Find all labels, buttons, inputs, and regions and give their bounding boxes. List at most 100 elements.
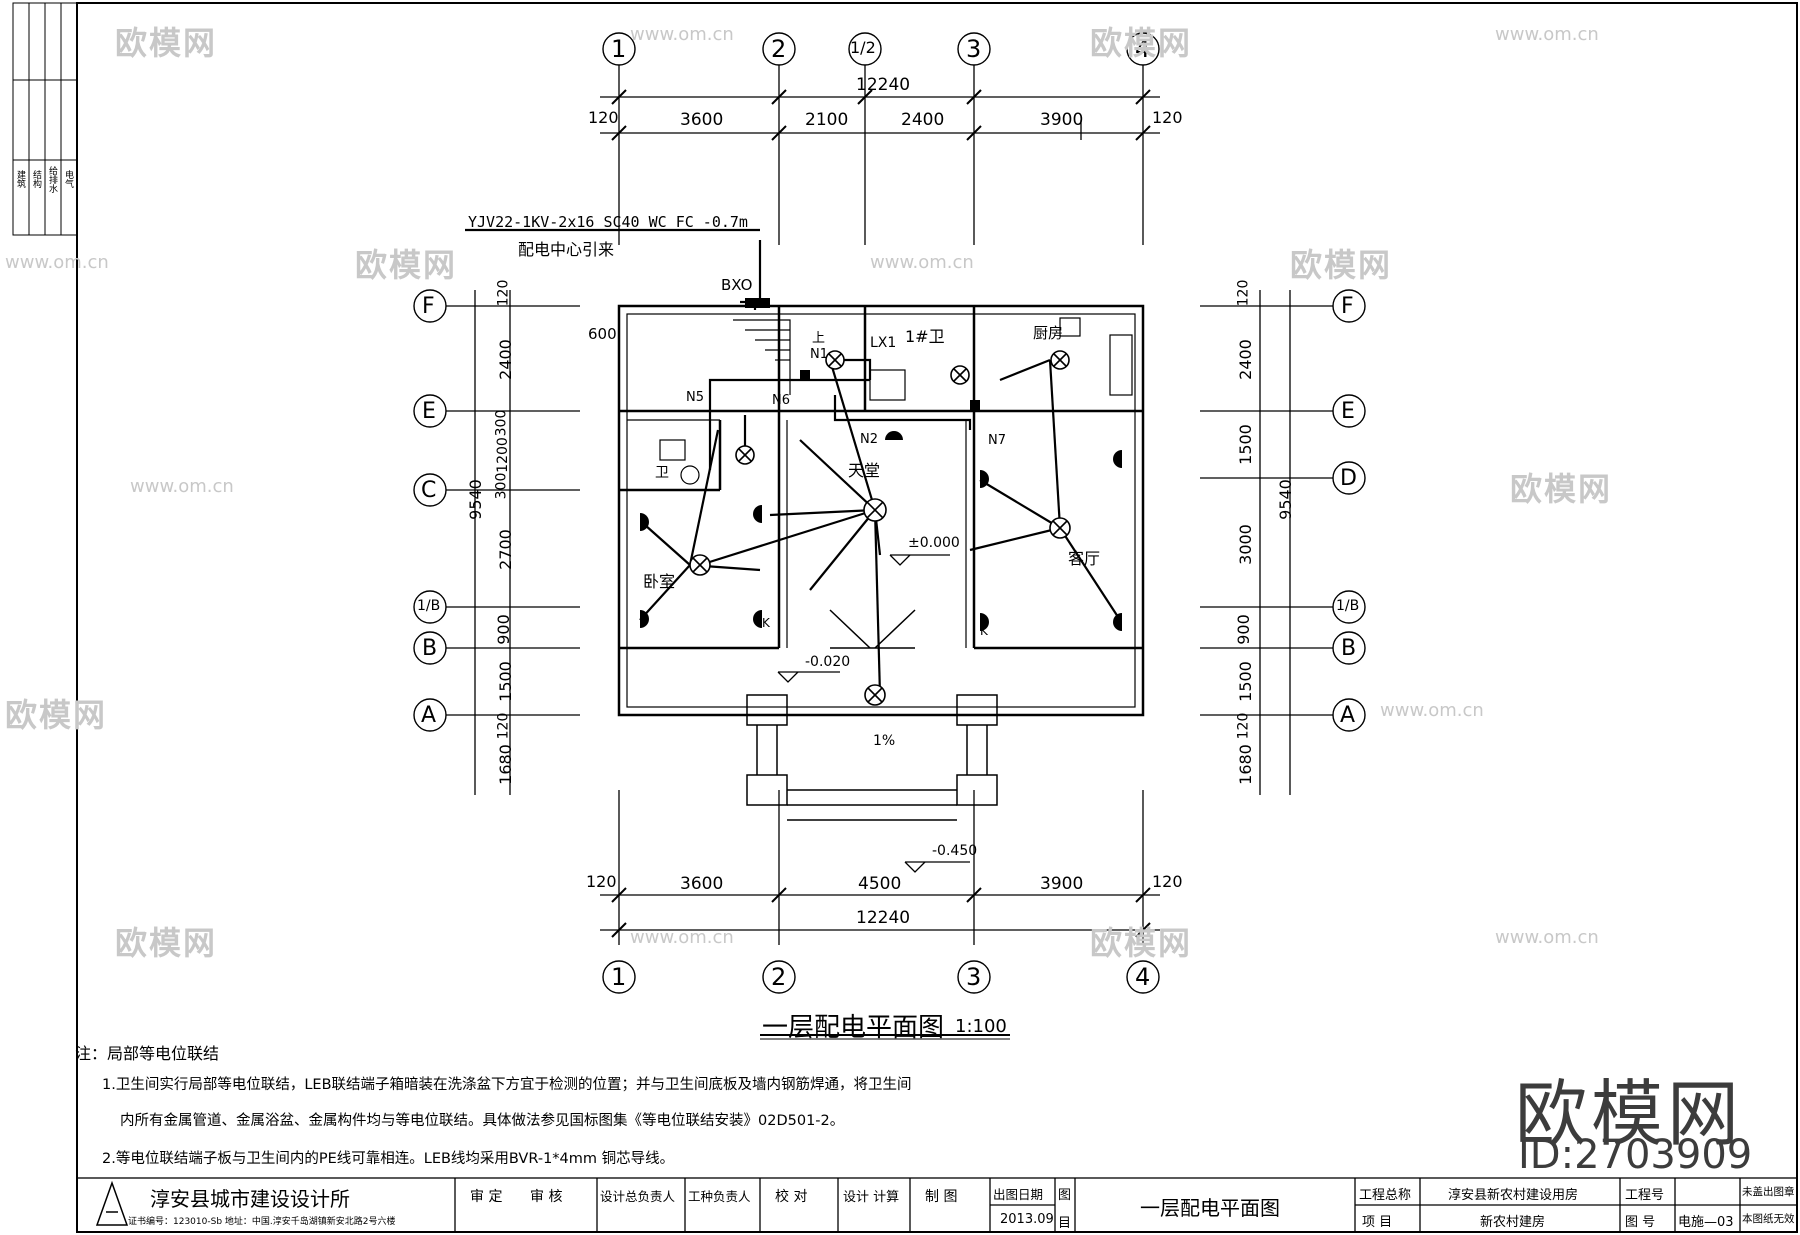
watermark-brand: 欧模网 [1090,924,1193,962]
role-draft: 制 图 [925,1189,958,1205]
dim-left-seg: 2400 [495,339,515,380]
dim-bottom-seg: 4500 [858,874,902,894]
axis-top-1: 1 [611,35,627,63]
watermark-big: 欧模网 [1515,1072,1744,1156]
watermark-brand: 欧模网 [355,246,458,284]
watermark-url: www.om.cn [1380,700,1484,721]
axis-top-2: 2 [771,35,787,63]
watermark-brand: 欧模网 [1090,24,1193,62]
dim-right-seg: 1500 [1235,424,1255,465]
axis-right-A: A [1340,703,1356,728]
room-kitchen: 厨房 [1033,324,1064,342]
watermark-url: www.om.cn [130,476,234,497]
role-discipline-lead: 工种负责人 [688,1189,751,1204]
watermark-brand: 欧模网 [1510,470,1613,508]
axis-right-1B: 1/B [1336,598,1360,614]
stamp-note-1: 未盖出图章 [1742,1186,1795,1198]
notes-line2: 内所有金属管道、金属浴盆、金属构件均与等电位联结。具体做法参见国标图集《等电位联… [120,1113,845,1129]
dim-right-seg: 120 [1235,712,1252,740]
circuit-n2: N2 [860,432,878,447]
box-ld: LX1 [870,335,897,351]
axis-right-E: E [1341,399,1355,424]
watermark-url: www.om.cn [1495,24,1599,45]
axis-left-1B: 1/B [417,598,441,614]
circuit-n7: N7 [988,433,1006,448]
dim-right-seg: 1500 [1235,661,1255,702]
room-wc1: 1#卫 [905,327,945,346]
circuit-n6: N6 [772,393,790,408]
side-strip-elec: 电气 [63,170,73,188]
dim-left-seg: 1200 [494,437,511,473]
axis-left-E: E [422,399,436,424]
side-strip-struct: 结构 [31,170,41,188]
axis-bottom-4: 4 [1135,963,1151,991]
no-label: 工程号 [1625,1188,1665,1203]
date-value: 2013.09 [1000,1212,1054,1227]
room-toilet: 卫 [655,465,669,481]
axis-left-F: F [422,294,435,319]
watermark-brand: 欧模网 [1290,246,1393,284]
axis-bottom-2: 2 [771,963,787,991]
watermark-brand: 欧模网 [115,924,218,962]
box-dim: 600 [588,325,617,343]
level-ground: -0.450 [932,843,978,859]
side-strip-plumbing: 给排水 [47,166,57,193]
dim-bottom-seg: 120 [586,872,617,891]
dim-right-seg: 1680 [1235,744,1255,785]
dim-left-seg: 300 [493,472,510,500]
box-label: BXO [721,276,753,294]
watermark-url: www.om.cn [1495,927,1599,948]
notes-line3: 2.等电位联结端子板与卫生间内的PE线可靠相连。LEB线均采用BVR-1*4mm… [102,1151,675,1167]
socket-k: K [980,624,988,638]
axis-top-4: 4 [1135,35,1151,63]
watermark-url: www.om.cn [630,24,734,45]
project-value: 淳安县新农村建设用房 [1448,1188,1579,1203]
dim-bottom-total: 12240 [856,908,911,928]
dim-left-seg: 2700 [495,529,515,570]
tuhao-label: 图 号 [1625,1215,1656,1230]
drawing-title: 一层配电平面图 [762,1013,945,1043]
dim-right-seg: 900 [1233,614,1253,645]
dim-top-seg: 2100 [805,110,849,130]
dim-left-seg: 1500 [495,661,515,702]
dim-top-seg: 3600 [680,110,724,130]
tu-label: 图 [1058,1188,1072,1203]
watermark-url: www.om.cn [870,252,974,273]
watermark-brand: 欧模网 [5,696,108,734]
circuit-n5: N5 [686,390,704,405]
project-label: 工程总称 [1359,1188,1412,1203]
institute-cert: 证书编号：123010-Sb 地址：中国.淳安千岛湖镇新安北路2号六楼 [128,1217,396,1227]
role-check: 校 对 [775,1189,808,1205]
watermark-url: www.om.cn [5,252,109,273]
level-slope: 1% [873,733,896,749]
role-approve: 审 定 [470,1189,503,1205]
axis-left-A: A [421,703,437,728]
role-review: 审 核 [530,1189,563,1205]
dim-right-seg: 2400 [1235,339,1255,380]
dim-left-seg: 1680 [495,744,515,785]
dim-left-seg: 300 [493,409,510,437]
stamp-note-2: 本图纸无效 [1742,1213,1795,1225]
dim-bottom-seg: 3900 [1040,874,1084,894]
institute-name: 淳安县城市建设设计所 [150,1187,350,1211]
dim-bottom-seg: 120 [1152,872,1183,891]
circuit-n1: N1 [810,347,828,362]
cable-source: 配电中心引来 [518,240,615,259]
axis-right-B: B [1341,636,1357,661]
socket-k: K [762,616,770,630]
axis-top-3: 3 [966,35,982,63]
watermark-brand: 欧模网 [115,24,218,62]
mu-label: 目 [1058,1216,1072,1231]
axis-top-half: 1/2 [850,38,876,57]
dim-top-total: 12240 [856,75,911,95]
axis-right-F: F [1341,294,1354,319]
axis-right-D: D [1340,466,1357,491]
notes-heading: 注：局部等电位联结 [75,1044,220,1063]
dim-top-seg: 2400 [901,110,945,130]
item-label: 项 目 [1362,1215,1393,1230]
dim-top-seg: 120 [588,108,619,127]
item-value: 新农村建房 [1480,1215,1546,1230]
cable-spec: YJV22-1KV-2x16 SC40 WC FC -0.7m [468,213,748,231]
dim-left-total: 9540 [465,479,485,520]
